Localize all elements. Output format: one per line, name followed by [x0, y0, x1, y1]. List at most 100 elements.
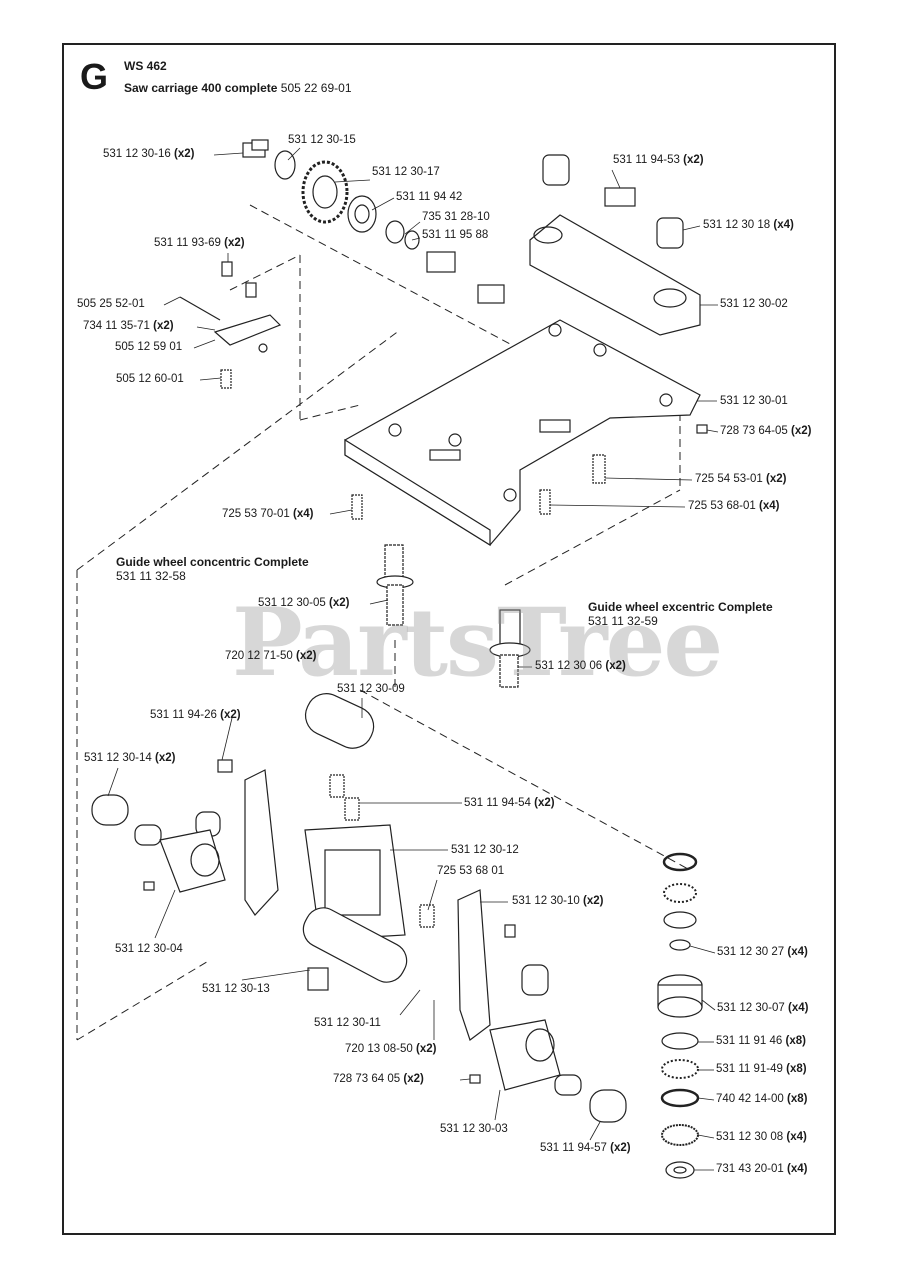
part-number: 531 12 30-09 — [337, 683, 405, 695]
quantity: (x4) — [787, 1163, 808, 1175]
part-number: 740 42 14-00 — [716, 1093, 784, 1105]
section-letter: G — [80, 56, 109, 97]
quantity: (x2) — [153, 320, 174, 332]
quantity: (x4) — [773, 219, 794, 231]
part-number: 531 12 30 08 — [716, 1131, 784, 1143]
quantity: (x2) — [224, 237, 245, 249]
callout: 531 11 93-69 (x2) — [154, 237, 245, 250]
callout: 531 11 95 88 — [422, 229, 488, 242]
carriage-plate — [344, 319, 701, 547]
callout: 505 12 59 01 — [115, 341, 182, 354]
part-number: 531 12 30-11 — [314, 1017, 381, 1029]
callout: 531 11 94-26 (x2) — [150, 709, 241, 722]
part-number: 531 12 30-17 — [372, 166, 440, 178]
callout: 531 12 30-10 (x2) — [512, 895, 603, 908]
part-number: 531 11 91-49 — [716, 1063, 783, 1075]
dashed-guide-lines — [76, 204, 691, 1041]
quantity: (x2) — [610, 1142, 631, 1154]
part-number: 735 31 28-10 — [422, 211, 490, 223]
callout: 531 12 30-11 — [314, 1017, 381, 1030]
part-number: 531 12 30-02 — [720, 298, 788, 310]
quantity: (x8) — [785, 1035, 806, 1047]
part-number: 531 12 30-10 — [512, 895, 580, 907]
part-number: 531 11 94-26 — [150, 709, 217, 721]
quantity: (x2) — [174, 148, 195, 160]
leader-lines — [107, 147, 719, 1171]
quantity: (x2) — [766, 473, 787, 485]
part-number: 531 12 30-15 — [288, 134, 356, 146]
callout: 531 12 30 06 (x2) — [535, 660, 626, 673]
quantity: (x4) — [293, 508, 314, 520]
callout: 531 11 91-49 (x8) — [716, 1063, 807, 1076]
callout: 531 12 30 08 (x4) — [716, 1131, 807, 1144]
callout: 531 11 94 42 — [396, 191, 462, 204]
assembly-number: 505 22 69-01 — [280, 81, 352, 95]
part-number: 725 53 68 01 — [437, 865, 505, 877]
part-number: 531 12 30 18 — [703, 219, 771, 231]
quantity: (x4) — [788, 1002, 809, 1014]
part-number: 531 12 30-01 — [720, 395, 788, 407]
callout: 531 12 30-17 — [372, 166, 440, 179]
subassembly-number: 531 11 32-59 — [588, 614, 658, 628]
part-number: 728 73 64 05 — [333, 1073, 401, 1085]
callout: 735 31 28-10 — [422, 211, 490, 224]
part-number: 725 54 53-01 — [695, 473, 763, 485]
model-name: WS 462 — [124, 59, 167, 73]
diagram-frame — [62, 43, 836, 1235]
part-number: 531 12 30 27 — [717, 946, 785, 958]
callout: 531 12 30-16 (x2) — [103, 148, 194, 161]
callout: 740 42 14-00 (x8) — [716, 1093, 807, 1106]
quantity: (x4) — [786, 1131, 807, 1143]
part-number: 531 11 95 88 — [422, 229, 489, 241]
part-number: 531 12 30-04 — [115, 943, 183, 955]
part-number: 734 11 35-71 — [83, 320, 150, 332]
callout: 731 43 20-01 (x4) — [716, 1163, 807, 1176]
part-number: 531 12 30 06 — [535, 660, 603, 672]
quantity: (x2) — [583, 895, 604, 907]
guide-wheel-shafts — [376, 544, 531, 688]
part-number: 531 11 93-69 — [154, 237, 221, 249]
part-number: 531 11 91 46 — [716, 1035, 783, 1047]
callout: 531 12 30-14 (x2) — [84, 752, 175, 765]
callout: 531 12 30-01 — [720, 395, 788, 408]
callout: 728 73 64-05 (x2) — [720, 425, 811, 438]
bracket-assembly — [179, 261, 282, 389]
assembly-title: Saw carriage 400 complete 505 22 69-01 — [124, 81, 352, 95]
callout: 531 11 94-57 (x2) — [540, 1142, 631, 1155]
assembly-name: Saw carriage 400 complete — [124, 81, 278, 95]
quantity: (x8) — [786, 1063, 807, 1075]
quantity: (x2) — [534, 797, 555, 809]
subassembly-number: 531 11 32-58 — [116, 569, 186, 583]
quantity: (x4) — [759, 500, 780, 512]
quantity: (x2) — [605, 660, 626, 672]
callout: 531 12 30 27 (x4) — [717, 946, 808, 959]
quantity: (x2) — [791, 425, 812, 437]
part-number: 720 13 08-50 — [345, 1043, 413, 1055]
callout: 505 12 60-01 — [116, 373, 184, 386]
part-number: 728 73 64-05 — [720, 425, 788, 437]
callout: 505 25 52-01 — [77, 298, 145, 311]
callout: 531 12 30-13 — [202, 983, 270, 996]
part-number: 531 12 30-07 — [717, 1002, 785, 1014]
part-number: 505 12 60-01 — [116, 373, 184, 385]
callout: 531 11 94-53 (x2) — [613, 154, 704, 167]
callout: 531 12 30-03 — [440, 1123, 508, 1136]
callout: 531 12 30-09 — [337, 683, 405, 696]
quantity: (x2) — [403, 1073, 424, 1085]
subassembly-title: Guide wheel concentric Complete — [116, 555, 309, 569]
quantity: (x2) — [220, 709, 241, 721]
part-number: 505 12 59 01 — [115, 341, 183, 353]
callout: 531 12 30-05 (x2) — [258, 597, 349, 610]
plate-screws — [351, 424, 708, 520]
part-number: 531 12 30-13 — [202, 983, 270, 995]
guide-wheel-assembly — [91, 693, 627, 1123]
callout: 531 12 30-15 — [288, 134, 356, 147]
quantity: (x4) — [787, 946, 808, 958]
part-number: 531 12 30-12 — [451, 844, 519, 856]
subassembly-title: Guide wheel excentric Complete — [588, 600, 773, 614]
bearing-stack — [657, 852, 703, 1179]
swing-arm — [529, 154, 701, 336]
callout: 725 54 53-01 (x2) — [695, 473, 786, 486]
callout: 531 12 30 18 (x4) — [703, 219, 794, 232]
